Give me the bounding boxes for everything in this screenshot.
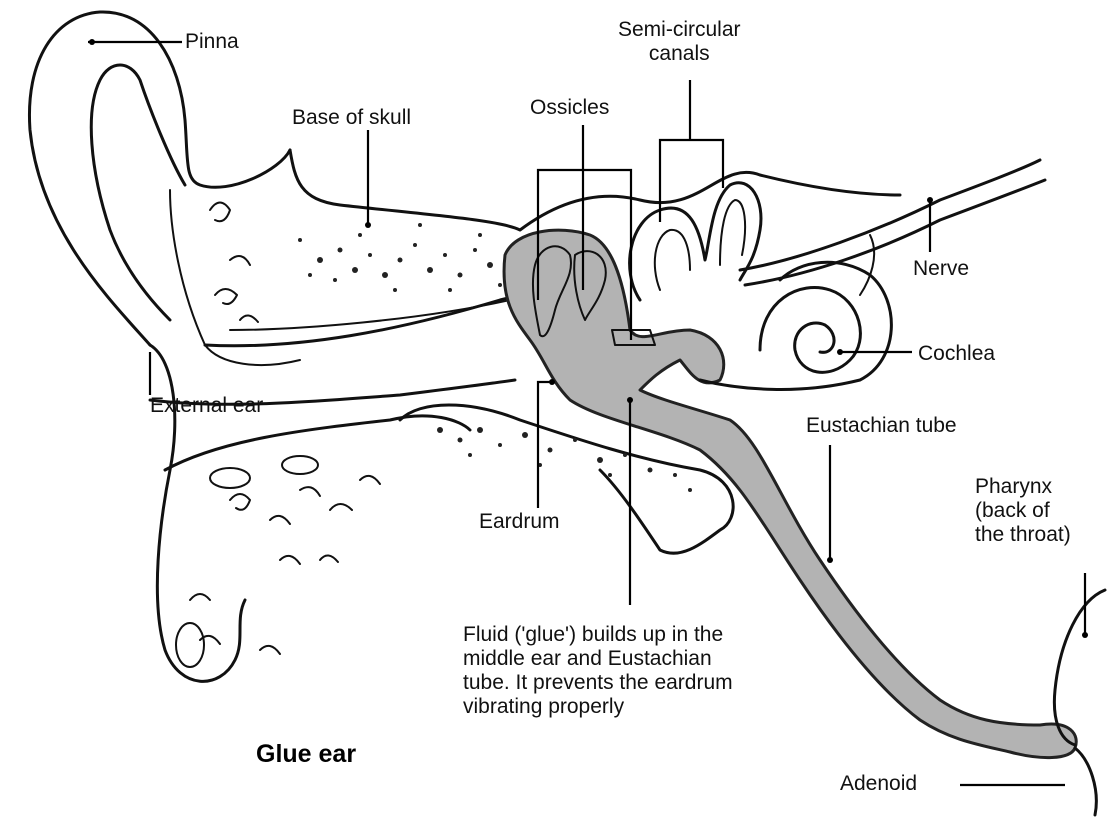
cartilage-oval-1: [210, 468, 250, 488]
nerve-bundle: [740, 160, 1045, 285]
leader-eustachian-dot: [827, 557, 833, 563]
adenoid-shape: [1075, 748, 1096, 815]
label-ossicles: Ossicles: [530, 96, 609, 120]
leader-skull-dot: [365, 222, 371, 228]
label-pinna: Pinna: [185, 30, 239, 54]
skull-band-lower: [205, 295, 520, 346]
label-base-of-skull: Base of skull: [292, 106, 411, 130]
semicircular-canals-inner: [655, 200, 745, 290]
leader-fluid-dot: [627, 397, 633, 403]
nerve-branch: [860, 235, 874, 295]
label-external-ear: External ear: [150, 394, 263, 418]
label-cochlea: Cochlea: [918, 342, 995, 366]
cartilage-swirls: [190, 203, 380, 655]
label-eardrum: Eardrum: [479, 510, 560, 534]
leader-cochlea-dot: [837, 349, 843, 355]
label-fluid-note: Fluid ('glue') builds up in the middle e…: [463, 623, 733, 719]
label-pharynx: Pharynx (back of the throat): [975, 475, 1071, 547]
ear-canal-top: [230, 300, 510, 330]
leader-nerve-dot: [927, 197, 933, 203]
leader-pinna-dot: [89, 39, 95, 45]
label-adenoid: Adenoid: [840, 772, 917, 796]
label-nerve: Nerve: [913, 257, 969, 281]
concha-outline: [170, 190, 300, 365]
pharynx-wall: [1054, 590, 1105, 745]
skull-band-top: [290, 150, 900, 230]
pinna-outline: [29, 12, 290, 345]
label-semicircular-canals: Semi-circular canals: [618, 18, 741, 66]
cochlea-spiral: [760, 288, 860, 373]
diagram-title: Glue ear: [256, 740, 356, 769]
leader-pharynx-dot: [1082, 632, 1088, 638]
leader-eardrum-dot: [549, 379, 555, 385]
label-eustachian-tube: Eustachian tube: [806, 414, 957, 438]
cartilage-oval-2: [282, 456, 318, 474]
cartilage-oval-3: [176, 623, 204, 667]
leader-semicircular: [660, 140, 723, 222]
bone-texture-upper: [298, 223, 502, 292]
cochlea-outline: [700, 262, 891, 389]
leader-eardrum: [538, 382, 552, 508]
